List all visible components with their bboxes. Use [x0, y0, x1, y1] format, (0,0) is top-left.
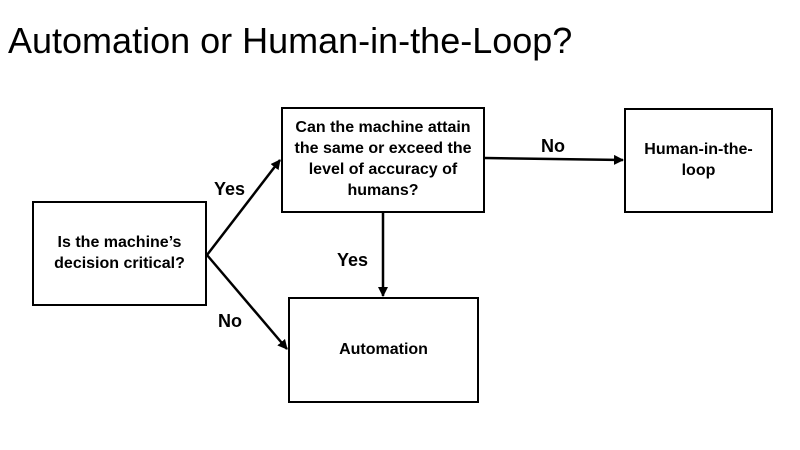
node-automation: Automation [288, 297, 479, 403]
edge-label-critical-no: No [218, 311, 242, 331]
arrow-critical-yes [206, 159, 281, 256]
node-human-in-the-loop-label: Human-in-the-loop [644, 140, 753, 179]
node-accuracy-question: Can the machine attain the same or excee… [281, 107, 485, 213]
node-human-in-the-loop: Human-in-the-loop [624, 108, 773, 213]
arrow-critical-no [206, 254, 288, 350]
edge-label-critical-yes: Yes [214, 179, 246, 199]
edge-label-accuracy-no: No [541, 136, 565, 156]
node-critical-question: Is the machine’s decision critical? [32, 201, 207, 306]
edge-label-accuracy-yes: Yes [337, 250, 369, 270]
node-automation-label: Automation [339, 340, 428, 358]
arrow-accuracy-no [484, 154, 624, 165]
node-accuracy-question-label: Can the machine attain the same or excee… [294, 119, 472, 199]
node-critical-question-label: Is the machine’s decision critical? [54, 233, 185, 272]
slide-title: Automation or Human-in-the-Loop? [8, 20, 573, 61]
